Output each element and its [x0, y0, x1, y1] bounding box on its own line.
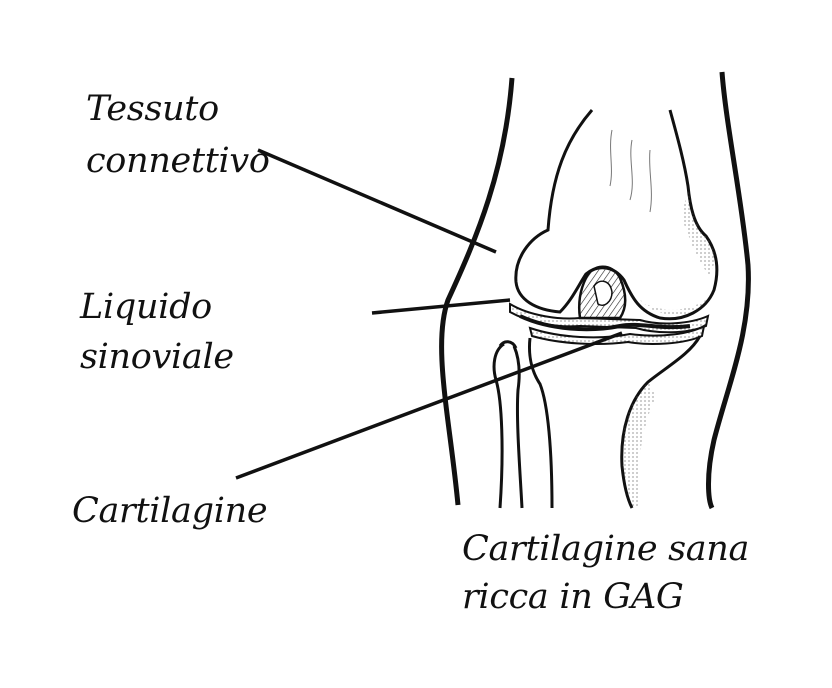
label-connective-tissue-line1: Tessuto [86, 89, 219, 129]
leg-outline-right [706, 71, 751, 510]
femur-shading-lower [640, 300, 706, 316]
label-connective-tissue-line2: connettivo [86, 141, 270, 181]
leader-tessuto-connettivo [257, 148, 497, 254]
label-synovial-fluid-line1: Liquido [80, 287, 212, 327]
joint-space [519, 314, 691, 332]
tibia-shading [621, 382, 656, 506]
notch-inner [593, 280, 613, 306]
femur-texture [609, 129, 652, 213]
fibula [492, 342, 524, 509]
label-synovial-fluid-line2: sinoviale [80, 337, 234, 377]
label-healthy-cartilage-line1: Cartilagine sana [462, 529, 750, 569]
leader-cartilagine [235, 331, 623, 480]
leg-outline-left [439, 77, 515, 506]
leader-liquido-sinoviale [371, 298, 511, 315]
femur-shading [682, 186, 715, 276]
tibia [528, 335, 702, 509]
fibula-head [498, 340, 518, 349]
label-cartilage: Cartilagine [72, 491, 268, 531]
label-healthy-cartilage-line2: ricca in GAG [462, 577, 684, 617]
femur [514, 109, 719, 321]
